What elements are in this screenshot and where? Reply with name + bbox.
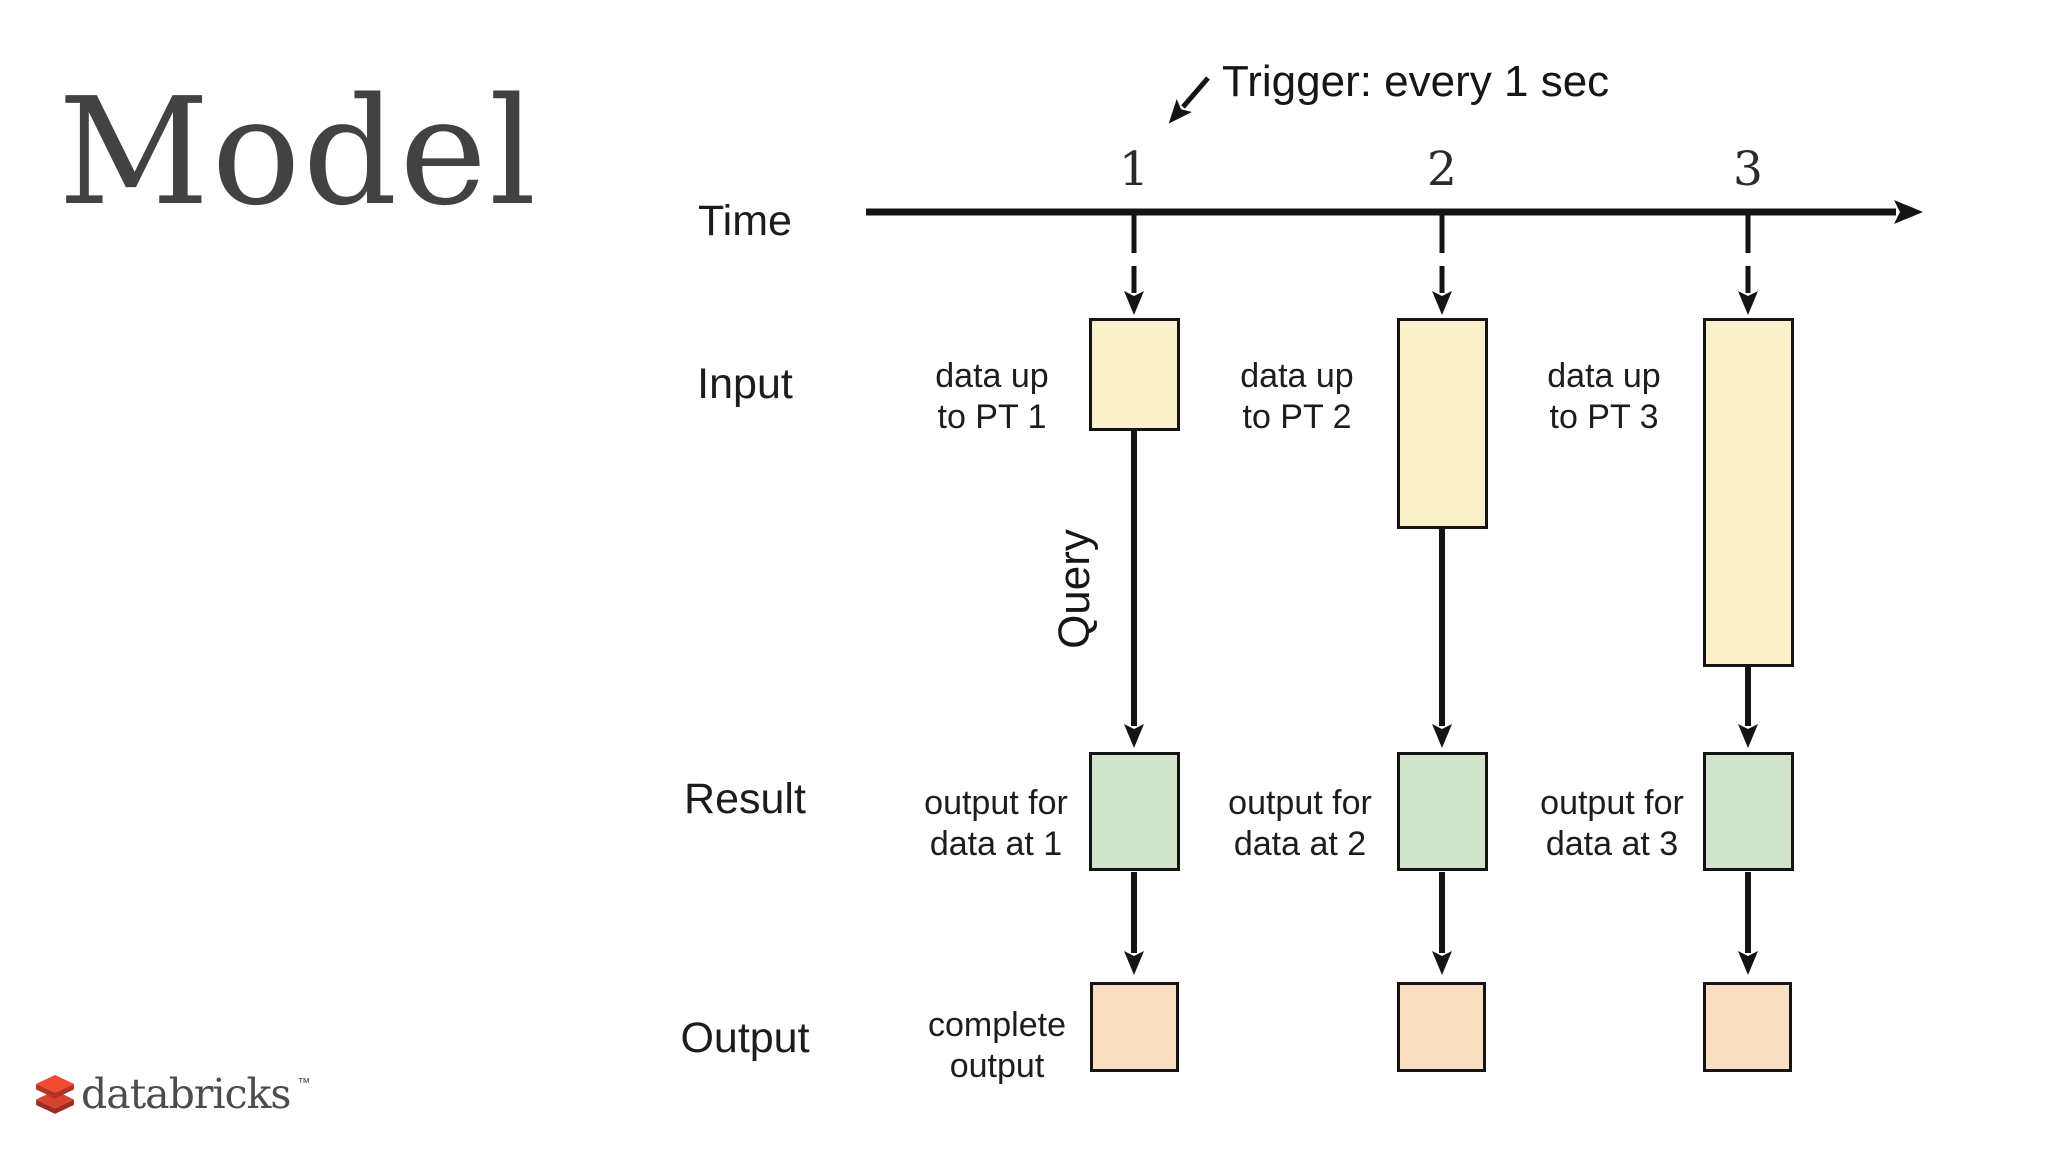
trigger-annotation: Trigger: every 1 sec — [1222, 57, 1610, 106]
input-label-2: data up to PT 2 — [1240, 357, 1354, 437]
tick-label-2: 2 — [1427, 142, 1457, 197]
trademark-symbol: ™ — [297, 1075, 311, 1090]
query-label: Query — [1050, 529, 1099, 649]
input-box-1 — [1089, 318, 1180, 431]
result-label-2: output for data at 2 — [1228, 784, 1372, 864]
row-label-time: Time — [698, 197, 792, 245]
trigger-pointer-arrow-icon — [1168, 76, 1210, 124]
row-label-input: Input — [697, 360, 793, 408]
databricks-logo-icon — [36, 1074, 74, 1114]
slide-title: Model — [58, 66, 539, 238]
result-box-3 — [1703, 752, 1794, 871]
row-label-output: Output — [680, 1014, 810, 1062]
result-box-2 — [1397, 752, 1488, 871]
input-label-3: data up to PT 3 — [1547, 357, 1661, 437]
output-box-3 — [1703, 982, 1792, 1072]
databricks-logo: databricks ™ — [36, 1074, 310, 1115]
row-label-result: Result — [684, 775, 806, 823]
result-box-1 — [1089, 752, 1180, 871]
output-box-2 — [1397, 982, 1486, 1072]
result-label-1: output for data at 1 — [924, 784, 1068, 864]
tick-label-3: 3 — [1733, 142, 1763, 197]
input-label-1: data up to PT 1 — [935, 357, 1049, 437]
output-label-1: complete output — [928, 1006, 1066, 1086]
input-box-3 — [1703, 318, 1794, 667]
input-box-2 — [1397, 318, 1488, 529]
result-label-3: output for data at 3 — [1540, 784, 1684, 864]
databricks-wordmark: databricks — [81, 1070, 291, 1118]
tick-label-1: 1 — [1119, 142, 1149, 197]
output-box-1 — [1090, 982, 1179, 1072]
